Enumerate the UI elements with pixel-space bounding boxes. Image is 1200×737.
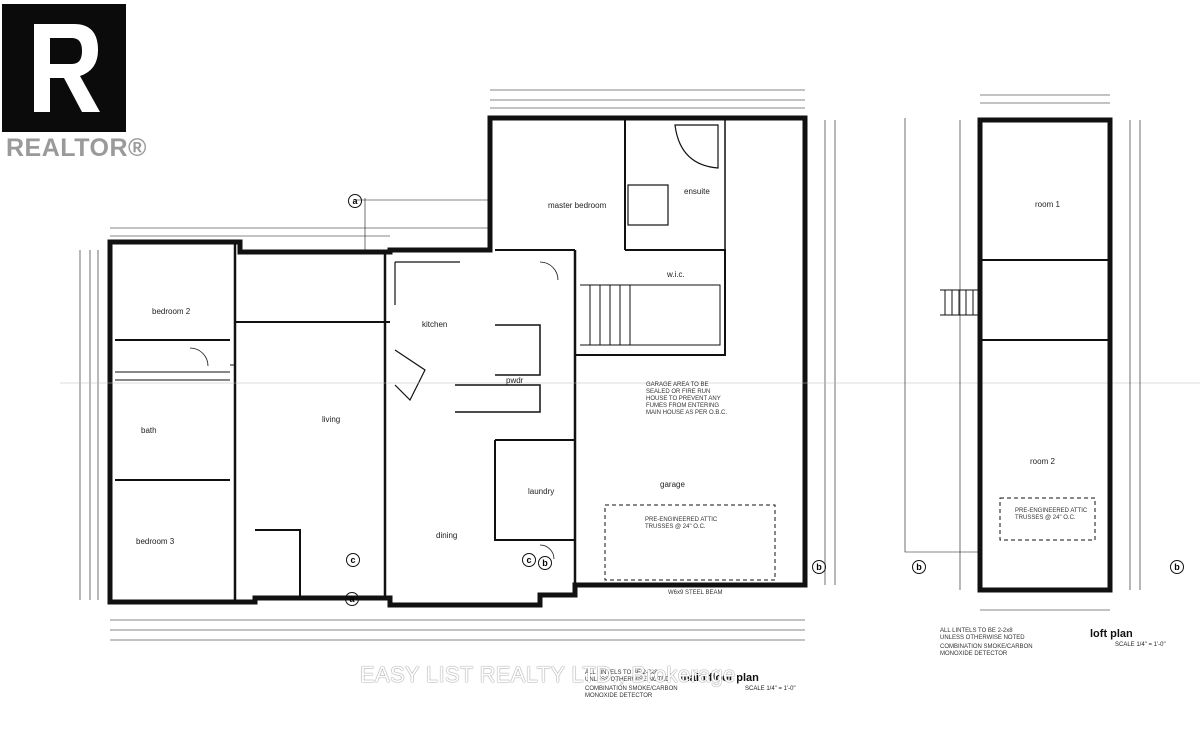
attic-truss-note-loft: PRE-ENGINEERED ATTIC TRUSSES @ 24" O.C.	[1015, 508, 1088, 521]
smoke-detector-note-loft: COMBINATION SMOKE/CARBON MONOXIDE DETECT…	[940, 644, 1033, 657]
room-label-bath: bath	[141, 426, 157, 435]
loft-plan-title: loft plan	[1090, 628, 1133, 640]
room-label-powder: pwdr	[506, 376, 524, 385]
realtor-logo-text: REALTOR®	[6, 134, 147, 162]
section-tag-b: b	[1170, 560, 1184, 574]
room-label-room-1: room 1	[1035, 200, 1060, 209]
lintel-note-loft: ALL LINTELS TO BE 2-2x8 UNLESS OTHERWISE…	[940, 628, 1025, 641]
main-floor-plan-scale: SCALE 1/4" = 1'-0"	[745, 686, 796, 692]
section-tag-b: b	[812, 560, 826, 574]
room-label-bedroom-2: bedroom 2	[152, 307, 191, 316]
room-label-bedroom-3: bedroom 3	[136, 537, 175, 546]
room-label-wic: w.i.c.	[667, 270, 685, 279]
room-label-ensuite: ensuite	[684, 187, 710, 196]
room-label-dining: dining	[436, 531, 458, 540]
room-label-kitchen: kitchen	[422, 320, 448, 329]
section-tag-a: a	[348, 194, 362, 208]
steel-beam-note: W6x9 STEEL BEAM	[668, 590, 723, 596]
section-tag-a: a	[345, 592, 359, 606]
room-label-room-2: room 2	[1030, 457, 1055, 466]
lintel-note-main: ALL LINTELS TO BE 2-2x8 UNLESS OTHERWISE…	[585, 670, 670, 683]
attic-truss-note-main: PRE-ENGINEERED ATTIC TRUSSES @ 24" O.C.	[645, 517, 718, 530]
realtor-logo: REALTOR®	[0, 0, 146, 162]
brokerage-watermark: EASY LIST REALTY LTD., Brokerage	[360, 662, 736, 687]
section-tag-c: c	[346, 553, 360, 567]
smoke-detector-note-main: COMBINATION SMOKE/CARBON MONOXIDE DETECT…	[585, 686, 678, 699]
loft-plan-scale: SCALE 1/4" = 1'-0"	[1115, 642, 1166, 648]
room-label-laundry: laundry	[528, 487, 555, 496]
room-label-living: living	[322, 415, 341, 424]
section-tag-b: b	[538, 556, 552, 570]
section-tag-c: c	[522, 553, 536, 567]
realtor-logo-mark	[2, 4, 126, 132]
room-label-master-bedroom: master bedroom	[548, 201, 607, 210]
realtor-r-icon	[34, 24, 100, 112]
room-label-garage: garage	[660, 480, 685, 489]
section-tag-b: b	[912, 560, 926, 574]
garage-fire-note: GARAGE AREA TO BE SEALED OR FIRE RUN HOU…	[646, 382, 728, 416]
main-floor-plan-title: main floor plan	[680, 672, 759, 684]
